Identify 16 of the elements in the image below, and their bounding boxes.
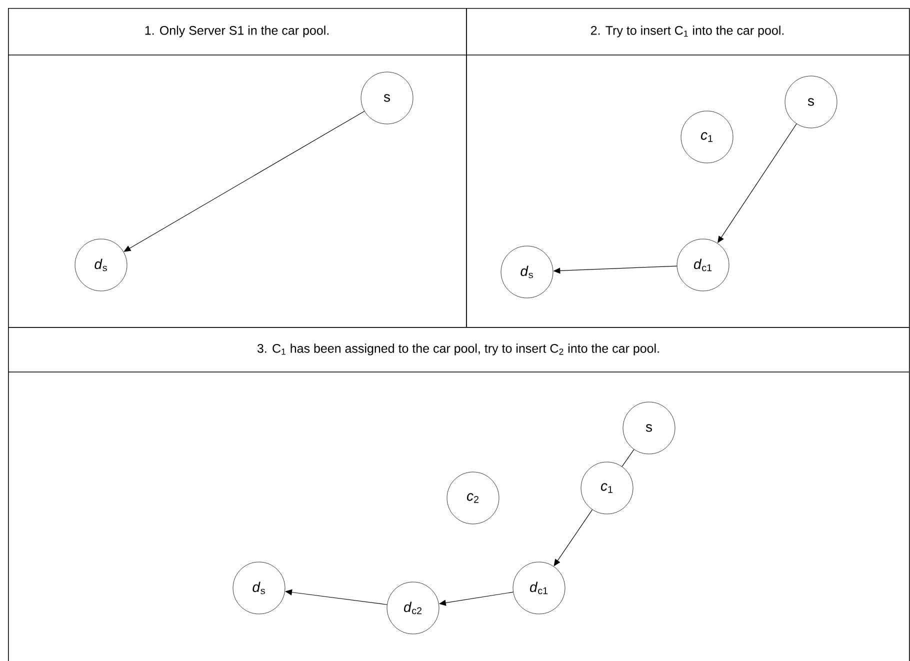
circle-node: d$_{s}$ <box>74 238 128 292</box>
circle-node: d$_{c1}$ <box>512 562 566 614</box>
panel-heading: 1. Only Server S1 in the car pool. <box>145 26 328 38</box>
circle-node: s <box>784 76 838 128</box>
arrow <box>285 589 388 605</box>
circle-node: c$_{1}$ <box>680 110 734 164</box>
circle-node: c$_{1}$ <box>580 462 634 514</box>
circle-node: d$_{c1}$ <box>676 238 730 292</box>
circle-node: d$_{s}$ <box>232 562 286 614</box>
panel-heading: 2. Try to insert C$_{1}$ into the car pool. <box>590 26 784 38</box>
circle-node: s <box>622 402 676 454</box>
panel-heading: 3. C$_{1}$ has been assigned to the car pool, try to insert C$_{2}$ into the car pool. <box>257 344 659 356</box>
circle-node: s <box>360 72 414 124</box>
circle-node: d$_{s}$ <box>500 246 554 298</box>
circle-node: d$_{c2}$ <box>386 582 440 634</box>
circle-node: c$_{2}$ <box>446 472 500 524</box>
